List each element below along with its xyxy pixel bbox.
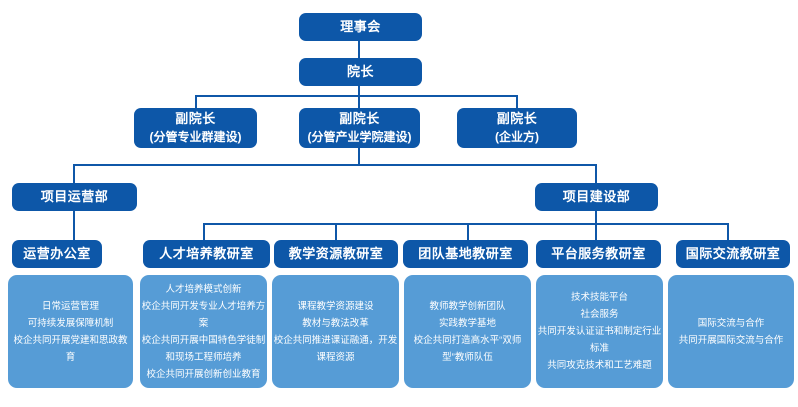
node-office-4: 团队基地教研室 bbox=[403, 240, 528, 268]
vice-dean-1-title: 副院长 bbox=[175, 111, 216, 127]
node-vice-dean-2: 副院长 (分管产业学院建设) bbox=[299, 108, 420, 148]
office-1-label: 运营办公室 bbox=[23, 245, 91, 261]
detail-line: 共同开展国际交流与合作 bbox=[678, 334, 784, 346]
detail-box-international: 国际交流与合作共同开展国际交流与合作 bbox=[668, 275, 794, 388]
vice-dean-2-scope: (分管产业学院建设) bbox=[307, 129, 412, 144]
detail-line: 校企共同推进课证融通，开发课程资源 bbox=[273, 334, 398, 363]
detail-box-talent: 人才培养模式创新校企共同开发专业人才培养方案校企共同开展中国特色学徒制和现场工程… bbox=[140, 275, 267, 388]
connector-vice-horizontal bbox=[195, 95, 518, 97]
vice-dean-2-title: 副院长 bbox=[339, 111, 380, 127]
node-dept-construction: 项目建设部 bbox=[535, 183, 658, 211]
connector-ops-office bbox=[73, 211, 75, 240]
dept-operations-label: 项目运营部 bbox=[40, 188, 109, 204]
detail-line: 社会服务 bbox=[580, 309, 619, 320]
office-4-label: 团队基地教研室 bbox=[418, 245, 513, 261]
detail-line: 校企共同开发专业人才培养方案 bbox=[141, 300, 266, 329]
node-office-3: 教学资源教研室 bbox=[274, 240, 398, 268]
detail-line: 人才培养模式创新 bbox=[165, 283, 242, 295]
connector-board-dean bbox=[358, 41, 360, 58]
detail-line: 可持续发展保障机制 bbox=[27, 317, 114, 329]
detail-box-platform-service: 技术技能平台社会服务共同开发认证证书和制定行业标准共同攻克技术和工艺难题 bbox=[536, 275, 663, 388]
connector-vice2-down bbox=[358, 148, 360, 164]
node-board-label: 理事会 bbox=[340, 18, 381, 34]
connector-drop-office-4 bbox=[467, 223, 469, 240]
detail-line: 校企共同打造高水平“双师型”教师队伍 bbox=[413, 334, 522, 363]
vice-dean-1-scope: (分管专业群建设) bbox=[149, 129, 242, 144]
connector-drop-office-3 bbox=[335, 223, 337, 240]
detail-line: 教材与教法改革 bbox=[302, 317, 369, 329]
connector-drop-dept-ops bbox=[73, 164, 75, 183]
node-office-2: 人才培养教研室 bbox=[143, 240, 270, 268]
detail-line: 课程教学资源建设 bbox=[297, 300, 374, 312]
node-vice-dean-3: 副院长 (企业方) bbox=[457, 108, 577, 148]
node-office-5: 平台服务教研室 bbox=[536, 240, 661, 268]
detail-box-team-base: 教师教学创新团队实践教学基地校企共同打造高水平“双师型”教师队伍 bbox=[404, 275, 531, 388]
detail-line: 国际交流与合作 bbox=[697, 317, 765, 329]
detail-box-teaching-resources: 课程教学资源建设教材与教法改革校企共同推进课证融通，开发课程资源 bbox=[272, 275, 399, 388]
connector-build-down bbox=[595, 211, 597, 223]
office-5-label: 平台服务教研室 bbox=[551, 245, 646, 261]
connector-drop-office-5 bbox=[595, 223, 597, 240]
detail-line: 教师教学创新团队 bbox=[429, 300, 506, 312]
node-dean: 院长 bbox=[299, 58, 422, 86]
detail-line: 技术技能平台 bbox=[570, 292, 628, 303]
connector-dept-horizontal bbox=[73, 164, 597, 166]
connector-drop-vice-3 bbox=[516, 95, 518, 108]
detail-line: 校企共同开展创新创业教育 bbox=[146, 368, 261, 380]
office-3-label: 教学资源教研室 bbox=[288, 245, 384, 261]
node-office-1: 运营办公室 bbox=[12, 240, 102, 268]
node-office-6: 国际交流教研室 bbox=[676, 240, 790, 268]
vice-dean-3-scope: (企业方) bbox=[495, 129, 539, 144]
connector-office-horizontal bbox=[203, 223, 729, 225]
node-dept-operations: 项目运营部 bbox=[12, 183, 137, 211]
detail-line: 共同攻克技术和工艺难题 bbox=[547, 360, 652, 371]
connector-dean-down bbox=[358, 86, 360, 95]
office-6-label: 国际交流教研室 bbox=[685, 245, 781, 261]
detail-line: 实践教学基地 bbox=[438, 317, 496, 329]
office-2-label: 人才培养教研室 bbox=[159, 245, 254, 261]
dept-construction-label: 项目建设部 bbox=[562, 188, 631, 204]
detail-box-operations: 日常运营管理可持续发展保障机制校企共同开展党建和思政教育 bbox=[8, 275, 133, 388]
detail-line: 校企共同开展党建和思政教育 bbox=[13, 334, 128, 363]
node-vice-dean-1: 副院长 (分管专业群建设) bbox=[134, 108, 257, 148]
node-dean-label: 院长 bbox=[346, 63, 374, 79]
connector-drop-vice-1 bbox=[195, 95, 197, 108]
vice-dean-3-title: 副院长 bbox=[496, 111, 538, 127]
connector-drop-vice-2 bbox=[358, 95, 360, 108]
detail-line: 共同开发认证证书和制定行业标准 bbox=[537, 326, 662, 354]
connector-drop-dept-build bbox=[595, 164, 597, 183]
node-board: 理事会 bbox=[299, 13, 422, 41]
connector-drop-office-2 bbox=[203, 223, 205, 240]
detail-line: 校企共同开展中国特色学徒制和现场工程师培养 bbox=[141, 334, 266, 363]
connector-drop-office-6 bbox=[727, 223, 729, 240]
detail-line: 日常运营管理 bbox=[41, 300, 99, 312]
